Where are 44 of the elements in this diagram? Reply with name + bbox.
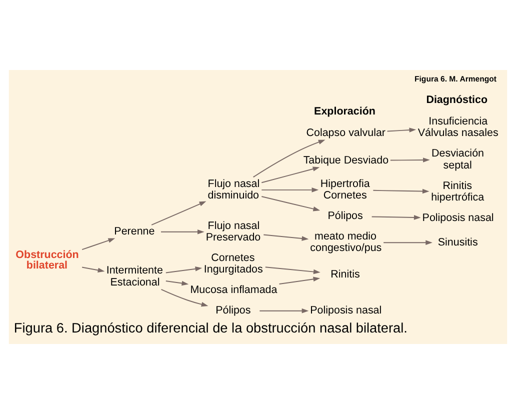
arrow <box>165 280 189 286</box>
node-text: Pólipos <box>328 209 363 222</box>
node-text: Mucosa inflamada <box>190 284 278 296</box>
arrow <box>160 288 208 306</box>
node-text: Hipertrofia Cornetes <box>320 177 370 202</box>
node-text: Cornetes Ingurgitados <box>204 251 263 276</box>
arrow <box>264 266 320 274</box>
node-text: Colapso valvular <box>306 126 386 139</box>
arrow <box>165 266 202 273</box>
arrow <box>261 166 320 183</box>
arrow <box>371 214 421 220</box>
arrow <box>82 266 105 272</box>
node-text: Flujo nasal Preservado <box>206 219 261 243</box>
label: Exploración <box>314 105 376 118</box>
label: Diagnóstico <box>426 93 488 106</box>
arrow <box>278 276 320 284</box>
arrow <box>386 127 416 132</box>
arrow <box>383 240 432 244</box>
arrow <box>261 187 319 192</box>
node-text: Intermitente Estacional <box>106 264 163 288</box>
node-text: Poliposis nasal <box>422 211 494 224</box>
node-text: Sinusitis <box>438 236 478 248</box>
node-text: Flujo nasal disminuido <box>208 177 260 202</box>
node-text: Desviación septal <box>432 147 484 171</box>
node-text: meato medio congestivo/pus <box>310 230 382 254</box>
arrow <box>261 196 320 211</box>
node-text: Obstrucción bilateral <box>16 248 79 272</box>
node-text: Insuficiencia Válvulas nasales <box>418 114 498 139</box>
arrow <box>390 157 430 162</box>
arrow <box>151 200 206 225</box>
node-text: Rinitis <box>330 268 360 280</box>
arrow <box>160 228 204 234</box>
node-text: Perenne <box>114 225 155 238</box>
arrow <box>82 238 116 250</box>
arrow <box>252 139 326 178</box>
arrow <box>372 188 430 194</box>
node-text: Rinitis hipertrófica <box>431 179 484 203</box>
node-text: Poliposis nasal <box>310 304 382 316</box>
node-text: Tabique Desviado <box>303 154 389 166</box>
node-text: Pólipos <box>216 304 251 316</box>
arrow <box>263 234 309 240</box>
caption: Figura 6. Diagnóstico diferencial de la obstrucción nasal bilateral. <box>14 320 408 335</box>
label: Figura 6. M. Armengot <box>414 74 497 84</box>
arrow <box>259 308 309 313</box>
